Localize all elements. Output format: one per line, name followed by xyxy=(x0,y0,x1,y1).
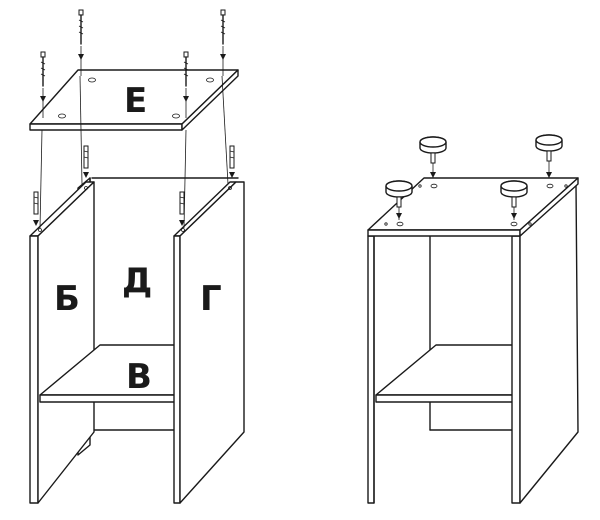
adjustable-foot-icon xyxy=(500,180,528,220)
dowels xyxy=(33,145,235,226)
shelf-panel xyxy=(39,344,179,403)
adjustable-foot-icon xyxy=(385,180,413,220)
adjustable-foot-icon xyxy=(419,136,447,178)
shelf-label: В xyxy=(126,357,152,397)
left-side-panel xyxy=(29,181,95,504)
left-side-label: Б xyxy=(54,279,80,319)
adjustable-foot-icon xyxy=(535,134,563,178)
exploded-view: Е Д Б Г В xyxy=(29,9,245,504)
assembled-view xyxy=(367,134,579,504)
back-panel-label: Д xyxy=(122,261,152,301)
dowel-icon xyxy=(179,191,185,226)
dowel-icon xyxy=(229,145,235,178)
screw-icon xyxy=(78,9,84,76)
screw-icon xyxy=(183,51,189,118)
adjustable-feet xyxy=(385,134,563,220)
assembled-shelf xyxy=(375,344,517,403)
assembled-left-side xyxy=(367,235,375,504)
screw-icon xyxy=(40,51,46,118)
top-panel-label: Е xyxy=(124,81,147,121)
dowel-icon xyxy=(83,145,89,178)
dowel-icon xyxy=(33,191,39,226)
screws-top xyxy=(40,9,226,118)
right-side-panel xyxy=(173,181,245,504)
screw-icon xyxy=(220,9,226,76)
right-side-label: Г xyxy=(200,279,222,319)
